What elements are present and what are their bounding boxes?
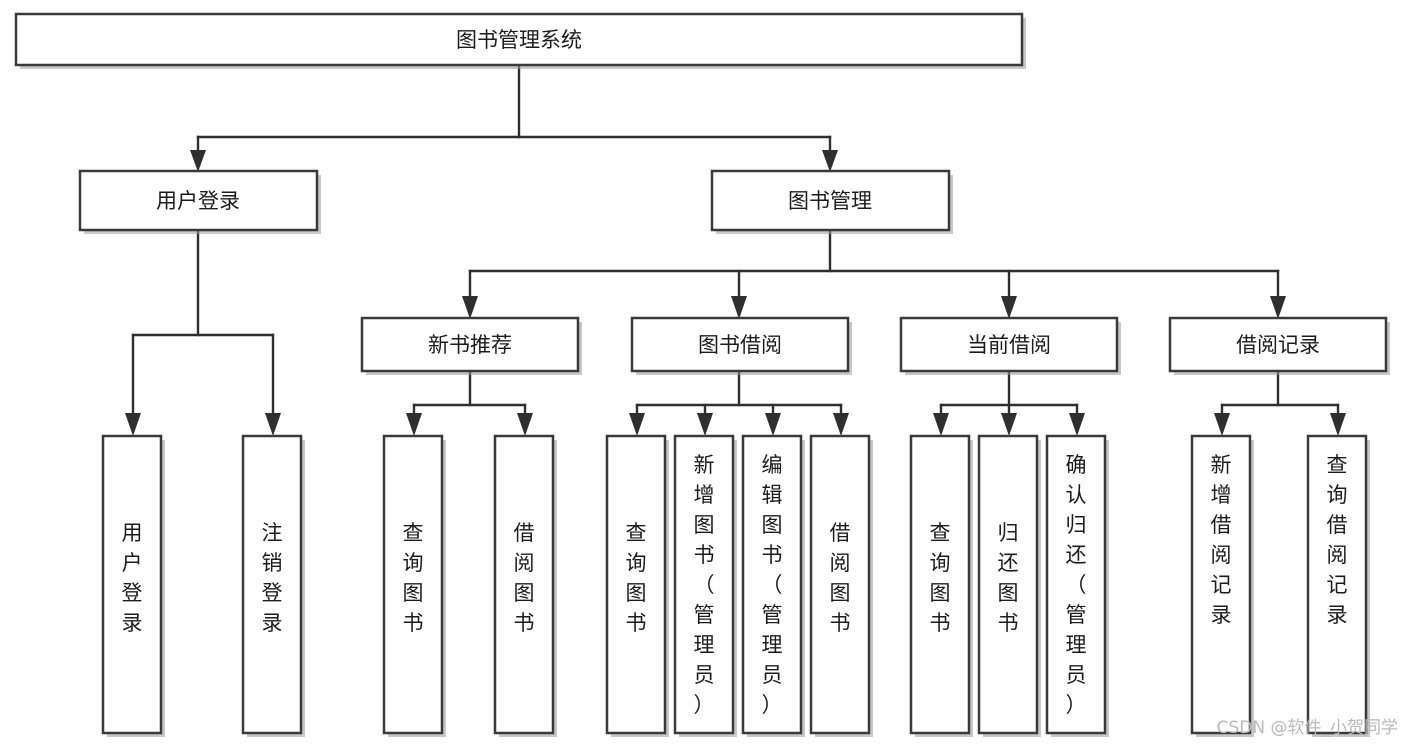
book-borrowing-box [630,316,850,373]
arrowhead-borrow-leaf1 [629,413,645,436]
current-borrowing-label: 当前借阅 [967,333,1051,357]
leaf-borrow-add-book-admin[interactable]: 新增图书（管理员） [673,434,737,737]
book-management-box [710,169,951,232]
leaf-current-return-label: 归还图书 [998,521,1019,635]
root-box [14,12,1024,67]
leaf-borrow-add-label: 新增图书（管理员） [694,453,715,717]
leaf-logout-box [241,434,303,735]
root-label: 图书管理系统 [456,28,582,52]
leaf-current-confirm-label: 确认归还（管理员） [1066,453,1087,717]
leaf-newbook-query-books[interactable]: 查询图书 [382,434,446,737]
leaf-borrow-borrow-books[interactable]: 借阅图书 [809,434,873,737]
arrowhead-leaf-logout [265,413,281,436]
new-book-label: 新书推荐 [428,333,512,357]
leaf-newbook-query-box [382,434,444,735]
leaf-current-confirm-return-admin[interactable]: 确认归还（管理员） [1045,434,1109,737]
leaf-borrow-add-box [673,434,735,735]
book-management-label: 图书管理 [788,189,872,213]
leaf-borrow-borrow-box [809,434,871,735]
arrowhead-borrow [731,296,747,319]
arrowhead-current-leaf2 [1001,413,1017,436]
leaf-borrow-borrow-label: 借阅图书 [830,521,851,635]
leaf-borrow-query-box [605,434,667,735]
arrowhead-user-login [190,150,206,172]
node-current-borrowing[interactable]: 当前借阅 [899,316,1121,375]
arrowhead-newbook-leaf2 [517,413,533,436]
leaf-newbook-borrow-box [493,434,555,735]
borrowing-records-box [1168,316,1388,373]
book-borrowing-label: 图书借阅 [698,333,782,357]
leaf-borrow-edit-book-admin[interactable]: 编辑图书（管理员） [741,434,805,737]
arrowhead-newbook [462,296,478,319]
node-book-management[interactable]: 图书管理 [710,169,953,234]
leaf-current-confirm-box [1045,434,1107,735]
node-user-login[interactable]: 用户登录 [78,169,321,234]
connectors-layer [125,63,1346,436]
leaf-records-add-record[interactable]: 新增借阅记录 [1190,434,1254,737]
node-book-borrowing[interactable]: 图书借阅 [630,316,852,375]
arrowhead-leaf-user-login [125,413,141,436]
leaf-borrow-query-label: 查询图书 [626,521,647,635]
leaf-borrow-query-books[interactable]: 查询图书 [605,434,669,737]
leaf-current-query-books[interactable]: 查询图书 [909,434,973,737]
leaf-records-add-box [1190,434,1252,735]
current-borrowing-box [899,316,1119,373]
new-book-box [360,316,580,373]
leaf-records-query-label: 查询借阅记录 [1327,453,1348,627]
arrowhead-borrow-leaf3 [765,413,781,436]
leaf-newbook-borrow-books[interactable]: 借阅图书 [493,434,557,737]
node-borrowing-records[interactable]: 借阅记录 [1168,316,1390,375]
arrowhead-current-leaf3 [1069,413,1085,436]
borrowing-records-label: 借阅记录 [1236,333,1320,357]
arrowhead-records-leaf2 [1330,413,1346,436]
leaf-newbook-borrow-label: 借阅图书 [514,521,535,635]
leaf-current-return-books[interactable]: 归还图书 [977,434,1041,737]
arrowhead-records-leaf1 [1214,413,1230,436]
leaf-logout[interactable]: 注销登录 [241,434,305,737]
leaf-current-query-box [909,434,971,735]
leaf-user-login-label: 用户登录 [122,521,143,635]
leaf-current-return-box [977,434,1039,735]
arrowhead-borrow-leaf2 [697,413,713,436]
watermark-label: CSDN @软件_小贺同学 [1217,718,1398,738]
leaf-borrow-edit-box [741,434,803,735]
arrowhead-current-leaf1 [933,413,949,436]
user-login-label: 用户登录 [156,189,240,213]
leaf-user-login[interactable]: 用户登录 [101,434,165,737]
arrowhead-records [1270,296,1286,319]
node-root-book-management-system[interactable]: 图书管理系统 [14,12,1026,69]
arrowhead-book-mgmt [822,150,838,172]
leaf-logout-label: 注销登录 [262,521,283,635]
arrowhead-borrow-leaf4 [833,413,849,436]
node-new-book-recommendation[interactable]: 新书推荐 [360,316,582,375]
leaf-borrow-edit-label: 编辑图书（管理员） [762,453,783,717]
leaf-records-add-label: 新增借阅记录 [1211,453,1232,627]
leaf-user-login-box [101,434,163,735]
leaf-current-query-label: 查询图书 [930,521,951,635]
leaf-records-query-box [1306,434,1368,735]
leaf-newbook-query-label: 查询图书 [403,521,424,635]
user-login-box [78,169,319,232]
arrowhead-newbook-leaf1 [406,413,422,436]
leaf-records-query-record[interactable]: 查询借阅记录 [1306,434,1370,737]
arrowhead-current [1001,296,1017,319]
